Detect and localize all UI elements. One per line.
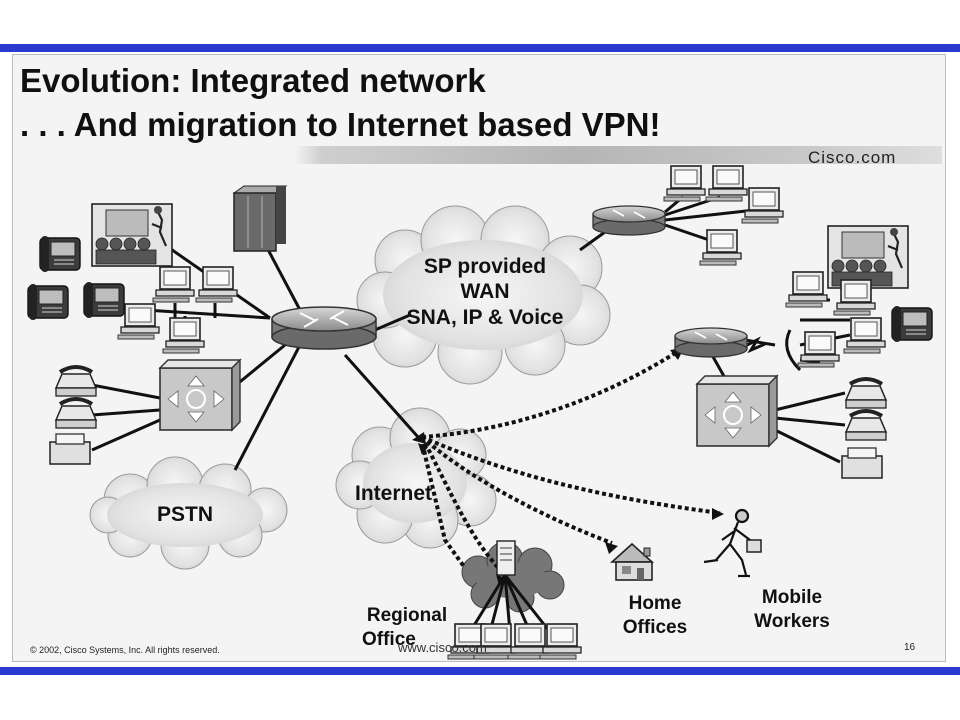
fax-icon	[49, 433, 91, 465]
ip-phone-icon	[83, 281, 125, 319]
regional-office-label-line1: Regional	[366, 605, 448, 626]
fax-icon	[841, 447, 883, 479]
desktop-icon	[663, 165, 706, 202]
router-icon	[592, 205, 666, 236]
analog-phone-icon	[54, 365, 98, 398]
desktop-icon	[741, 187, 784, 224]
analog-phone-icon	[844, 377, 888, 410]
desktop-icon	[785, 271, 828, 308]
desktop-icon	[705, 165, 748, 202]
pstn-cloud	[89, 456, 288, 570]
router-icon	[674, 327, 748, 358]
switch-icon	[159, 359, 241, 431]
internet-cloud-label: Internet	[355, 482, 433, 505]
analog-phone-icon	[54, 397, 98, 430]
wan-cloud-label-line3: SNA, IP & Voice	[406, 306, 564, 329]
mobile-worker-icon	[703, 508, 762, 578]
server-icon	[232, 185, 288, 252]
url-footer: www.cisco.com	[398, 640, 487, 655]
wan-cloud-label-line2: WAN	[460, 280, 510, 303]
desktop-icon	[152, 266, 195, 303]
presentation-icon	[90, 202, 174, 268]
regional-office-label-line2: Office	[362, 629, 416, 650]
slide-title-line2: . . . And migration to Internet based VP…	[20, 106, 661, 143]
ip-phone-icon	[27, 283, 69, 321]
mobile-workers-label-line2: Workers	[754, 611, 830, 632]
analog-phone-icon	[844, 409, 888, 442]
slide-title-line1: Evolution: Integrated network	[20, 62, 486, 99]
wan-cloud	[356, 205, 611, 385]
regional-cloud	[461, 541, 565, 613]
solid-links	[91, 195, 851, 633]
presentation-icon	[826, 224, 910, 290]
home-icon	[609, 542, 655, 581]
desktop-icon	[507, 623, 550, 660]
title-separator-band	[16, 146, 942, 164]
home-offices-label-line1: Home	[628, 593, 682, 614]
bottom-blue-bar	[0, 667, 960, 675]
copyright-footer: © 2002, Cisco Systems, Inc. All rights r…	[30, 645, 220, 655]
router-icon	[271, 306, 377, 350]
regional-server-icon	[496, 540, 516, 576]
switch-icon	[696, 375, 778, 447]
ip-phone-icon	[39, 235, 81, 273]
internet-cloud	[335, 407, 497, 549]
desktop-icon	[699, 229, 742, 266]
ip-phone-icon	[891, 305, 933, 343]
top-blue-bar	[0, 44, 960, 52]
wan-cloud-label-line1: SP provided	[423, 255, 547, 278]
desktop-icon	[843, 317, 886, 354]
desktop-icon	[162, 317, 205, 354]
mobile-workers-label-line1: Mobile	[761, 587, 823, 608]
pstn-cloud-label: PSTN	[156, 503, 213, 526]
page-number: 16	[904, 642, 916, 653]
home-offices-label-line2: Offices	[622, 617, 688, 638]
cisco-brand: Cisco.com	[808, 148, 897, 167]
